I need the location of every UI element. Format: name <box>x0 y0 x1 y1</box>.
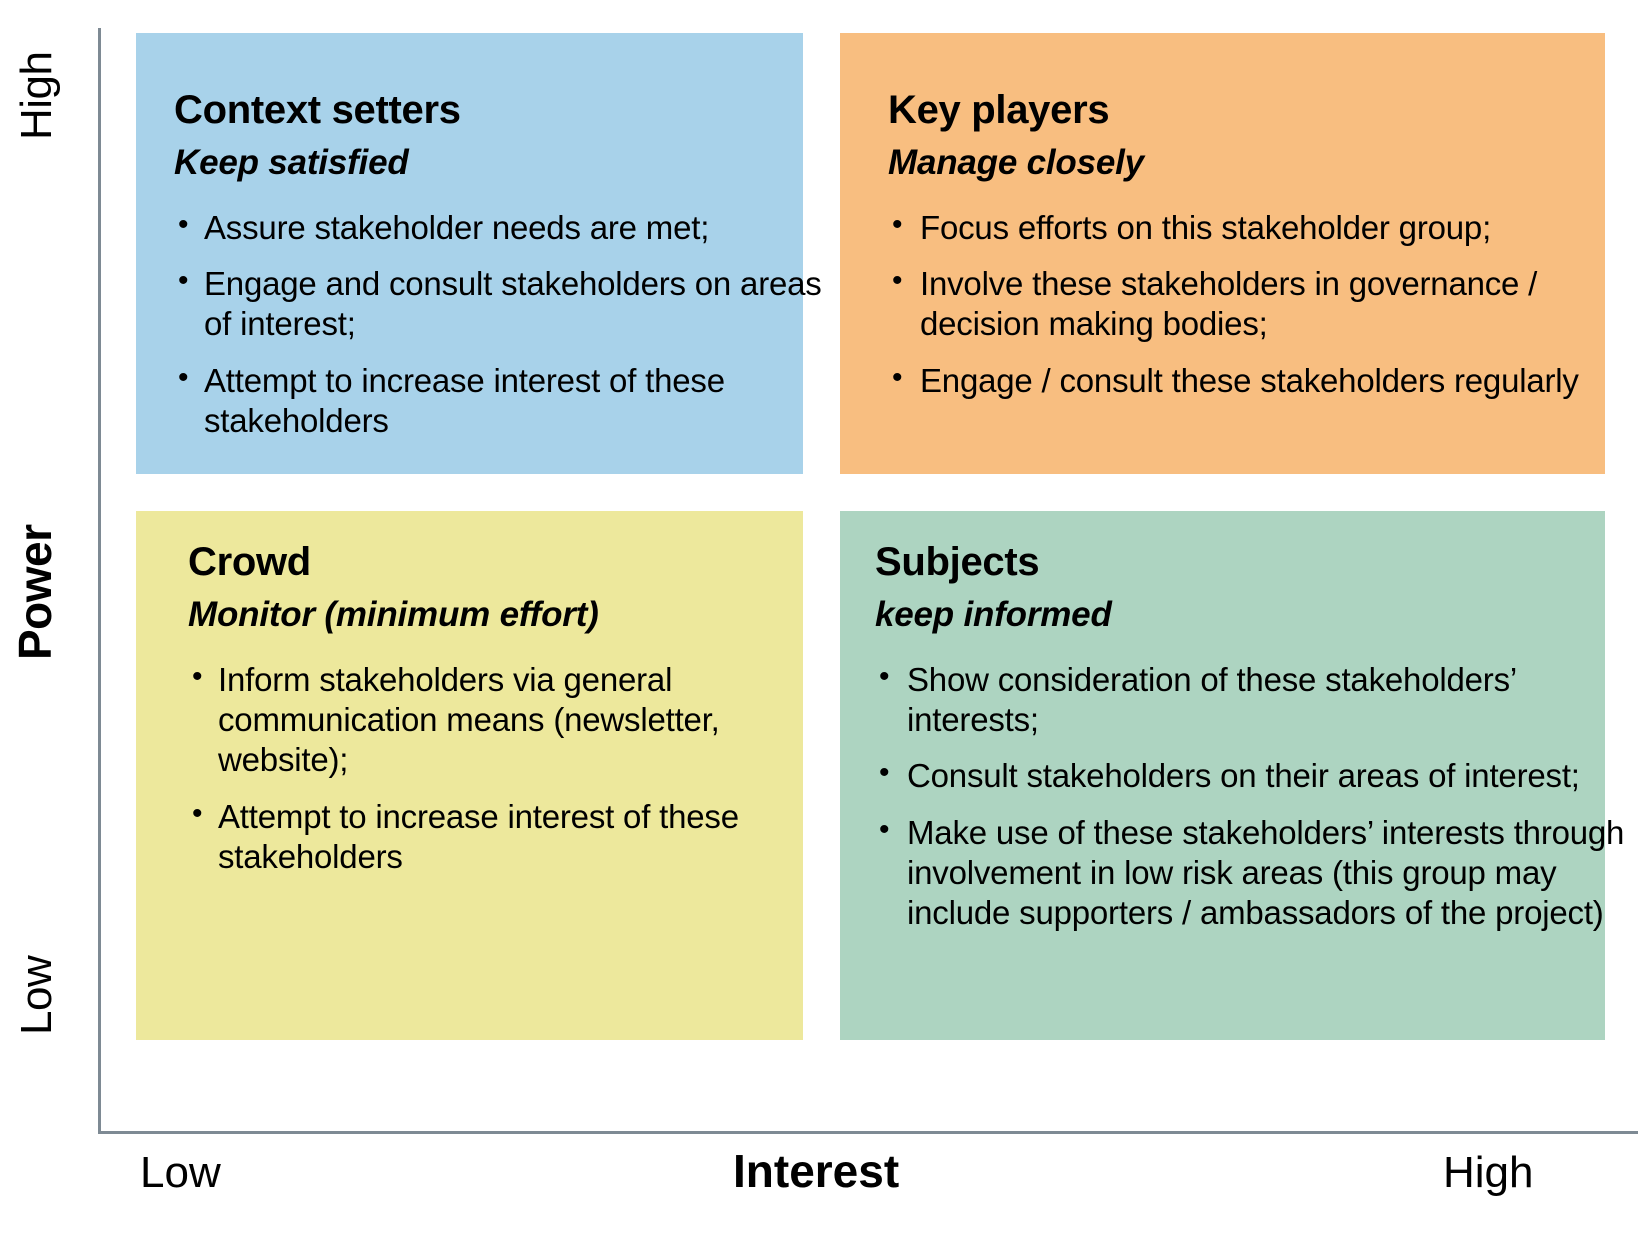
list-item: Make use of these stakeholders’ interest… <box>875 812 1640 934</box>
list-item: Engage and consult stakeholders on areas… <box>174 263 841 345</box>
quadrant-key-players: Key players Manage closely Focus efforts… <box>840 33 1605 474</box>
quadrant-crowd: Crowd Monitor (minimum effort) Inform st… <box>136 511 803 1040</box>
list-item: Attempt to increase interest of these st… <box>174 360 841 442</box>
quadrant-subjects: Subjects keep informed Show consideratio… <box>840 511 1624 1040</box>
list-item: Focus efforts on this stakeholder group; <box>888 207 1650 248</box>
quadrant-title: Key players <box>888 88 1110 132</box>
list-item: Attempt to increase interest of these st… <box>188 796 855 878</box>
quadrant-title: Subjects <box>875 540 1040 584</box>
list-item: Inform stakeholders via general communic… <box>188 659 855 781</box>
quadrant-subtitle: Monitor (minimum effort) <box>188 595 599 634</box>
list-item: Consult stakeholders on their areas of i… <box>875 755 1640 796</box>
quadrant-content: Crowd Monitor (minimum effort) Inform st… <box>136 511 875 893</box>
list-item: Involve these stakeholders in governance… <box>888 263 1650 345</box>
quadrant-content: Key players Manage closely Focus efforts… <box>840 33 1650 417</box>
quadrant-bullet-list: Inform stakeholders via general communic… <box>188 659 855 878</box>
quadrant-title: Crowd <box>188 540 311 584</box>
list-item: Assure stakeholder needs are met; <box>174 207 841 248</box>
y-axis-tick-high: High <box>12 51 61 141</box>
y-axis-tick-low: Low <box>12 955 61 1035</box>
quadrant-subtitle: keep informed <box>875 595 1112 634</box>
x-axis-tick-high: High <box>1443 1148 1534 1197</box>
quadrant-bullet-list: Show consideration of these stakeholders… <box>875 659 1640 934</box>
quadrant-context-setters: Context setters Keep satisfied Assure st… <box>136 33 822 474</box>
y-axis-label-power: Power <box>9 524 61 660</box>
list-item: Show consideration of these stakeholders… <box>875 659 1640 741</box>
quadrant-content: Context setters Keep satisfied Assure st… <box>136 33 861 457</box>
quadrant-subtitle: Keep satisfied <box>174 143 409 182</box>
quadrant-title: Context setters <box>174 88 461 132</box>
quadrant-bullet-list: Assure stakeholder needs are met; Engage… <box>174 207 841 442</box>
x-axis-label-interest: Interest <box>733 1145 900 1197</box>
quadrant-content: Subjects keep informed Show consideratio… <box>840 511 1650 949</box>
quadrant-subtitle: Manage closely <box>888 143 1144 182</box>
quadrant-bullet-list: Focus efforts on this stakeholder group;… <box>888 207 1650 401</box>
x-axis-tick-low: Low <box>140 1148 221 1197</box>
interest-axis-line <box>98 1131 1638 1134</box>
list-item: Engage / consult these stakeholders regu… <box>888 359 1650 401</box>
power-axis-line <box>98 28 101 1134</box>
